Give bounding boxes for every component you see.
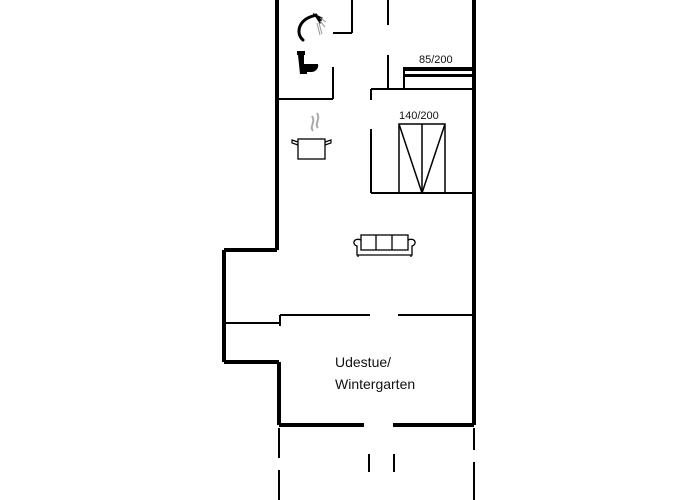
double-bed-140-200 [398,123,446,194]
single-bed-85-200 [404,67,474,77]
double-bed-label: 140/200 [399,110,439,122]
single-bed-label: 85/200 [419,54,453,66]
winter-garden-label: Udestue/ Wintergarten [335,351,415,395]
sofa-icon [353,234,416,257]
toilet-icon [297,51,319,74]
terrace-outline [278,428,475,500]
interior-walls [226,0,474,326]
outer-walls [222,0,476,427]
shower-icon [297,12,327,42]
winter-garden-label-line1: Udestue/ [335,354,392,370]
cooking-pot-icon [291,112,332,160]
winter-garden-label-line2: Wintergarten [335,376,416,392]
